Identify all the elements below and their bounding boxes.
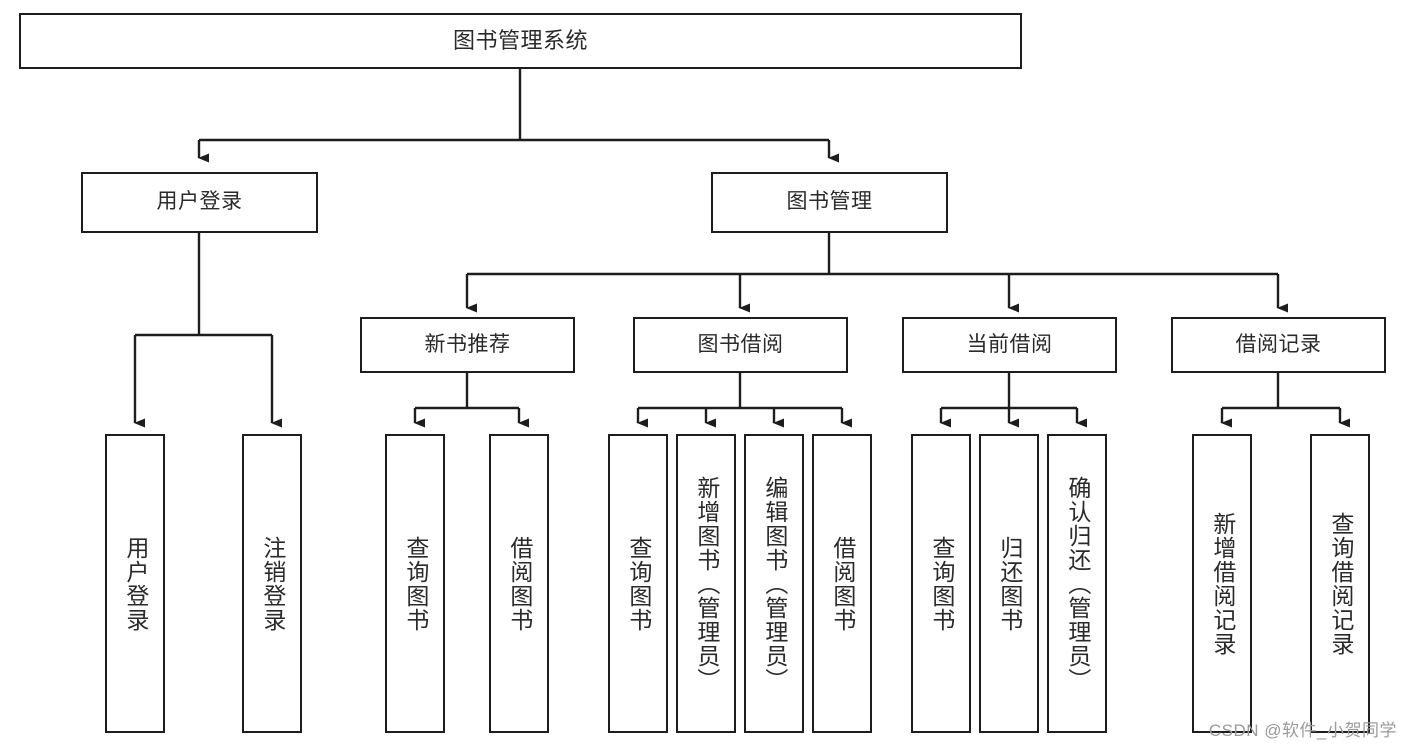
node-leaf-query-book-3[interactable]: 查询图书: [911, 434, 971, 733]
node-label: 查询图书: [625, 535, 652, 632]
node-label: 当前借阅: [966, 332, 1053, 356]
node-label: 查询图书: [928, 535, 955, 632]
csdn-watermark: CSDN @软件_小贺同学: [1208, 721, 1397, 740]
node-current-borrow[interactable]: 当前借阅: [902, 317, 1117, 373]
node-leaf-confirm-return[interactable]: 确认归还（管理员）: [1047, 434, 1107, 733]
node-leaf-query-book-2[interactable]: 查询图书: [608, 434, 668, 733]
node-leaf-return-book[interactable]: 归还图书: [979, 434, 1039, 733]
node-label: 借阅图书: [829, 535, 856, 632]
node-leaf-add-record[interactable]: 新增借阅记录: [1192, 434, 1252, 733]
node-leaf-add-book[interactable]: 新增图书（管理员）: [676, 434, 736, 733]
node-leaf-logout-login[interactable]: 注销登录: [242, 434, 302, 733]
node-label: 查询图书: [402, 535, 429, 632]
node-book-borrow[interactable]: 图书借阅: [633, 317, 848, 373]
node-borrow-record[interactable]: 借阅记录: [1171, 317, 1386, 373]
node-leaf-edit-book[interactable]: 编辑图书（管理员）: [744, 434, 804, 733]
node-label: 借阅记录: [1235, 332, 1322, 356]
node-user-login[interactable]: 用户登录: [81, 172, 318, 233]
node-leaf-query-book-1[interactable]: 查询图书: [385, 434, 445, 733]
node-root-book-management-system[interactable]: 图书管理系统: [19, 13, 1022, 69]
node-label: 确认归还（管理员）: [1064, 475, 1091, 692]
node-label: 图书管理: [786, 190, 873, 214]
node-book-management[interactable]: 图书管理: [711, 172, 948, 233]
node-label: 查询借阅记录: [1327, 511, 1354, 656]
node-leaf-user-login[interactable]: 用户登录: [105, 434, 165, 733]
node-label: 注销登录: [259, 535, 286, 632]
node-leaf-borrow-book-1[interactable]: 借阅图书: [489, 434, 549, 733]
node-label: 归还图书: [996, 535, 1023, 632]
node-leaf-borrow-book-2[interactable]: 借阅图书: [812, 434, 872, 733]
node-label: 用户登录: [156, 190, 243, 214]
node-new-book-recommend[interactable]: 新书推荐: [360, 317, 575, 373]
node-label: 编辑图书（管理员）: [761, 475, 788, 692]
node-label: 新书推荐: [424, 332, 511, 356]
node-label: 新增借阅记录: [1209, 511, 1236, 656]
node-label: 借阅图书: [506, 535, 533, 632]
node-label: 新增图书（管理员）: [693, 475, 720, 692]
node-label: 用户登录: [122, 535, 149, 632]
node-label: 图书借阅: [697, 332, 784, 356]
node-label: 图书管理系统: [452, 28, 588, 54]
node-leaf-query-record[interactable]: 查询借阅记录: [1310, 434, 1370, 733]
